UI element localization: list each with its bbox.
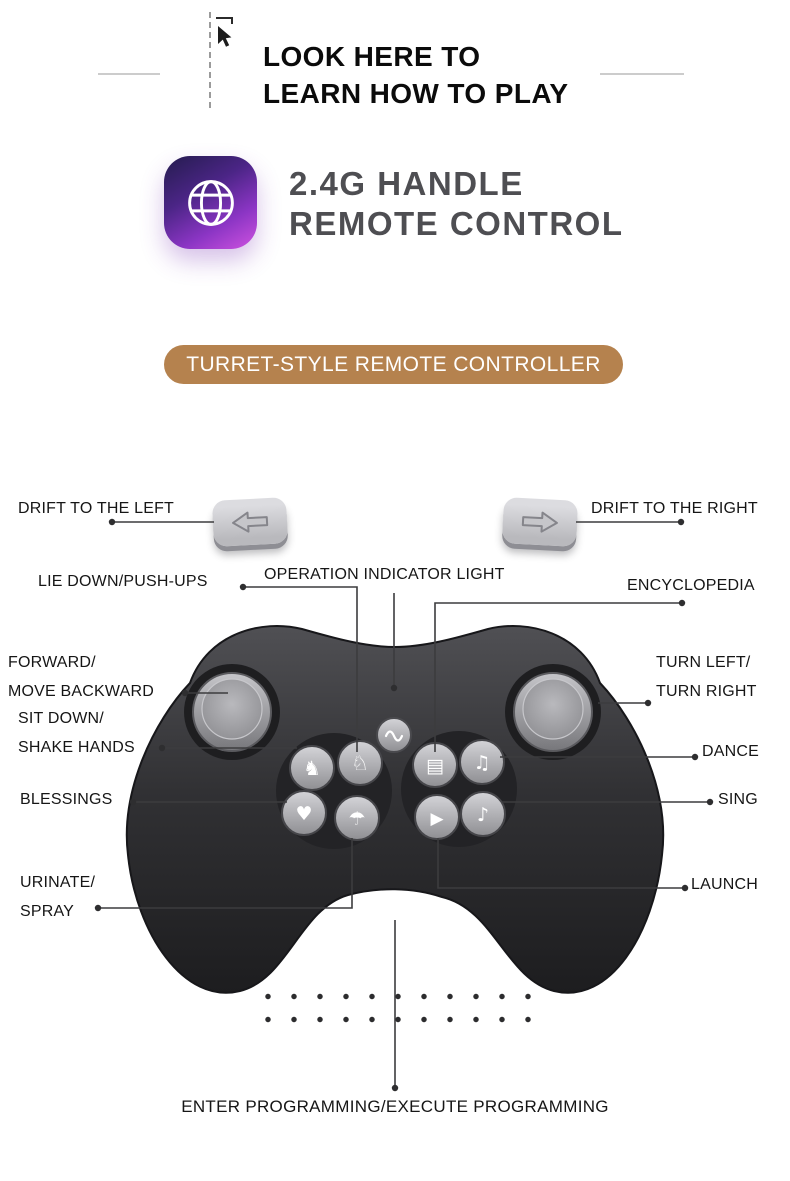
callout-launch: LAUNCH	[691, 876, 758, 893]
callout-dance: DANCE	[702, 743, 760, 760]
product-title-line2: REMOTE CONTROL	[289, 205, 624, 242]
divider-right	[600, 73, 684, 75]
blessings-button	[281, 790, 327, 836]
callout-forward-line1: FORWARD/	[8, 654, 96, 671]
sing-button-icon: ♪	[477, 804, 489, 826]
callout-sing: SING	[718, 791, 758, 808]
callout-indicator: OPERATION INDICATOR LIGHT	[264, 566, 505, 583]
callout-blessings: BLESSINGS	[20, 791, 113, 808]
callout-sit-line2: SHAKE HANDS	[18, 739, 135, 756]
callout-encyclopedia: ENCYCLOPEDIA	[627, 577, 755, 594]
callout-urinate: URINATE/ SPRAY	[20, 868, 95, 926]
callout-turn-line1: TURN LEFT/	[656, 654, 751, 671]
dots-texture	[251, 982, 543, 1026]
app-icon	[164, 156, 257, 249]
callout-sit-line1: SIT DOWN/	[18, 710, 104, 727]
dashed-pointer-line	[209, 12, 211, 108]
callout-urinate-line2: SPRAY	[20, 903, 75, 920]
launch-button	[414, 794, 460, 840]
drift-right-key	[501, 497, 579, 547]
urinate-button	[334, 795, 380, 841]
controller-illustration: ♞ ♘ ♥ ☂ ▤ ♫ ▶ ♪	[125, 625, 665, 994]
lie-down-button	[337, 740, 383, 786]
callout-urinate-line1: URINATE/	[20, 874, 96, 891]
callout-forward-line2: MOVE BACKWARD	[8, 683, 155, 700]
globe-icon	[187, 179, 234, 226]
callout-turn-line2: TURN RIGHT	[656, 683, 757, 700]
blessings-button-icon: ♥	[295, 803, 312, 825]
callout-programming: ENTER PROGRAMMING/EXECUTE PROGRAMMING	[181, 1097, 609, 1116]
left-arrow-icon	[232, 511, 269, 533]
callout-drift-right: DRIFT TO THE RIGHT	[591, 500, 758, 517]
product-badge: TURRET-STYLE REMOTE CONTROLLER	[164, 345, 623, 384]
click-cursor-icon	[216, 17, 233, 47]
hero-title-line2: LEARN HOW TO PLAY	[263, 78, 569, 109]
signal-wave-icon	[384, 730, 404, 742]
dance-button-icon: ♫	[473, 752, 490, 774]
urinate-button-icon: ☂	[348, 808, 365, 830]
callout-turn: TURN LEFT/ TURN RIGHT	[656, 648, 757, 706]
callout-lie-down: LIE DOWN/PUSH-UPS	[38, 573, 208, 590]
right-arrow-icon	[521, 511, 558, 533]
sing-button	[460, 791, 506, 837]
lie-down-button-icon: ♘	[351, 751, 369, 775]
sit-button-icon: ♞	[303, 756, 321, 780]
callout-sit: SIT DOWN/ SHAKE HANDS	[18, 704, 135, 762]
encyclopedia-button-icon: ▤	[426, 755, 444, 777]
divider-left	[98, 73, 160, 75]
hero-title-line1: LOOK HERE TO	[263, 41, 481, 72]
launch-button-icon: ▶	[430, 809, 444, 829]
product-title-line1: 2.4G HANDLE	[289, 165, 524, 202]
callout-drift-left: DRIFT TO THE LEFT	[18, 500, 175, 517]
callout-forward: FORWARD/ MOVE BACKWARD	[8, 648, 154, 706]
drift-left-key	[211, 497, 289, 547]
